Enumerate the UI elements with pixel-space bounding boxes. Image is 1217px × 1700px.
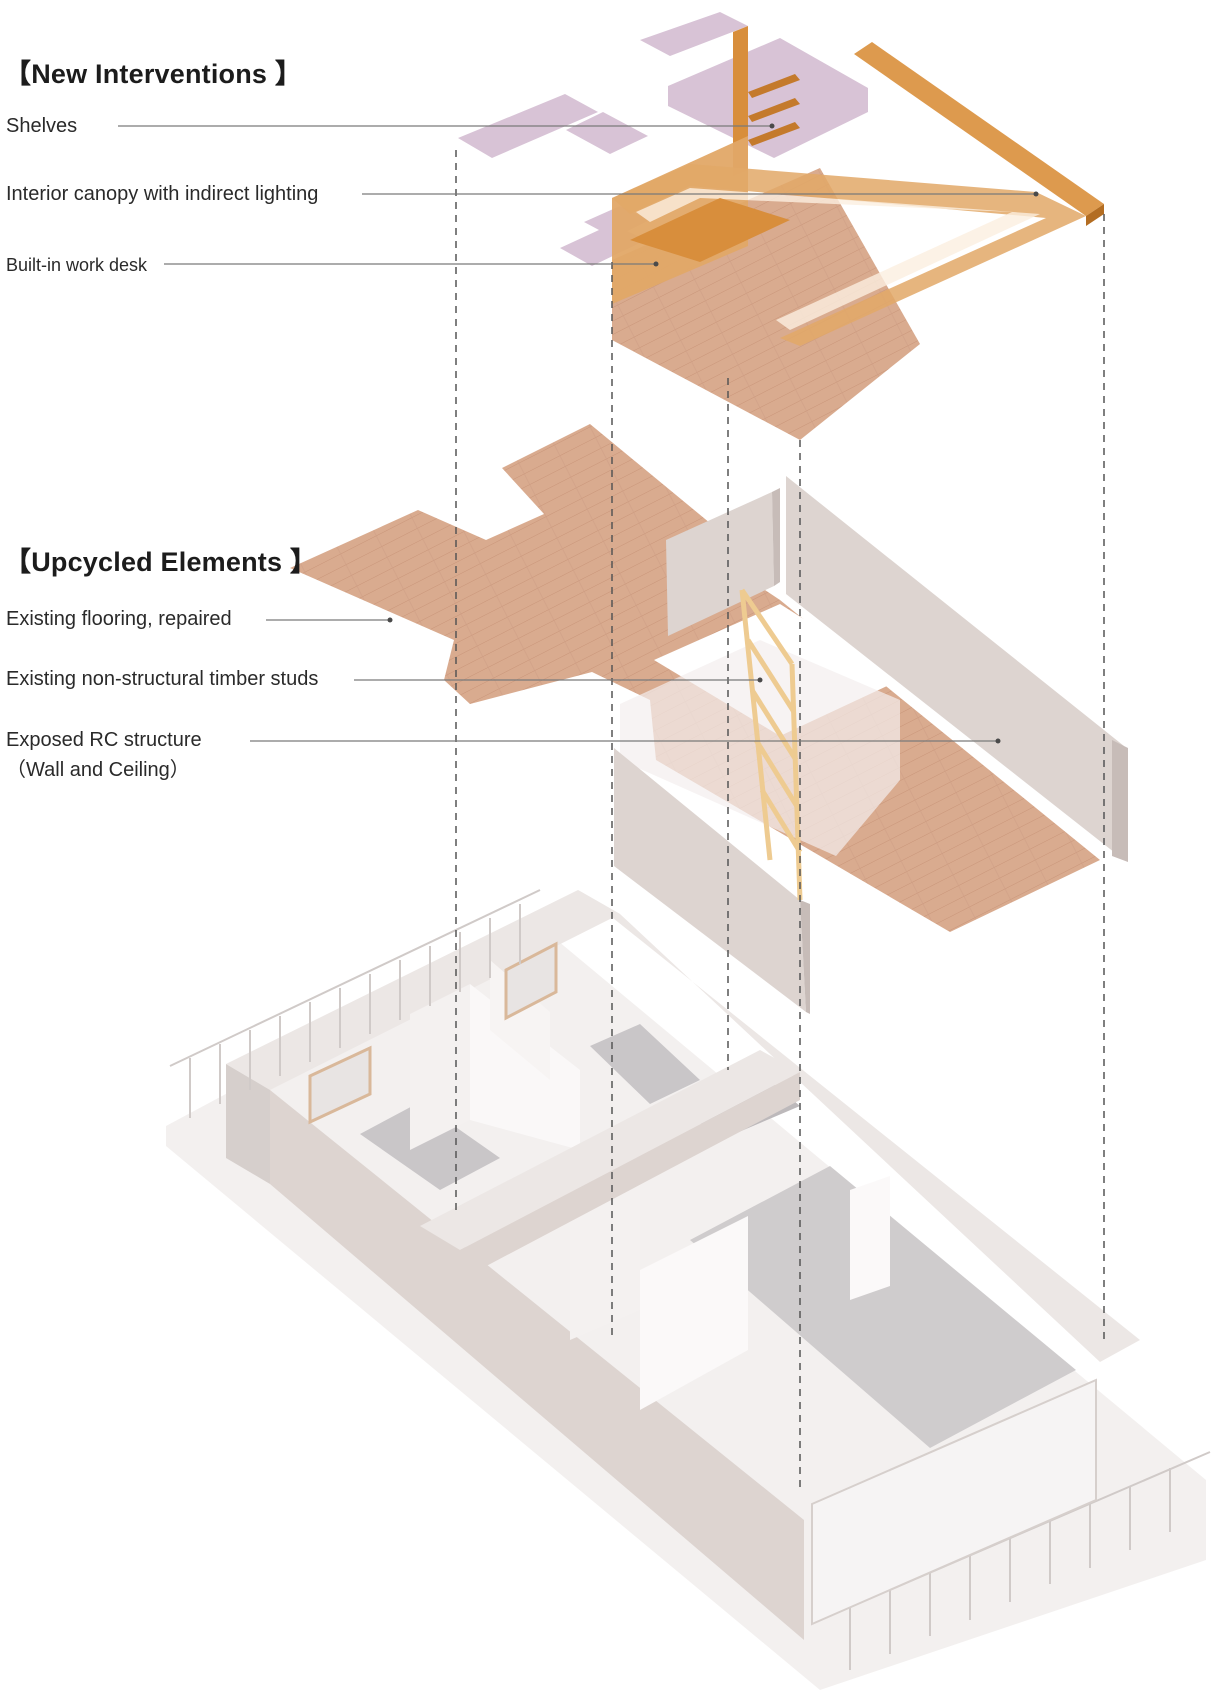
base-building [166,889,1211,1690]
canopy-frame-front [1086,204,1104,226]
rc-wall-left [666,492,774,636]
outer-wall-left [226,890,620,1090]
shelf-panel [668,38,868,158]
shelf-panel [566,112,648,154]
timber-studs [739,588,803,901]
outer-wall-front [270,1090,804,1640]
rc-wall-right [786,476,1124,860]
heading-upcycled-elements: 【Upcycled Elements 】 [4,547,318,577]
rc-wall-bottom [614,748,806,1012]
outer-wall-left-face [226,1064,270,1184]
label-shelves: Shelves [6,115,78,137]
label-built-in-desk: Built-in work desk [6,255,148,275]
label-existing-flooring: Existing flooring, repaired [6,608,232,630]
label-interior-canopy: Interior canopy with indirect lighting [6,183,319,205]
leader-dots [387,123,1039,744]
partition [850,1176,890,1300]
label-exposed-rc-sub: （Wall and Ceiling） [6,759,190,781]
middle-wall-face [460,1072,800,1280]
leader-lines [118,125,1036,742]
partition [410,984,470,1150]
rc-wall-right-edge [1112,740,1128,862]
shelf-board [748,122,800,146]
railing-left [169,889,541,1118]
shelf-board [748,98,800,122]
glazing [811,1378,1097,1626]
floor-living [690,1166,1076,1448]
upcycled-elements-layer [290,424,1128,1014]
label-exposed-rc: Exposed RC structure [6,729,202,751]
work-desk [630,198,790,262]
window [504,941,558,1021]
middle-wall [420,1050,800,1250]
canopy-light-glow [636,188,1040,330]
outer-wall-right [578,890,1140,1362]
canopy-frame [854,42,1104,216]
shelf-board [748,74,800,98]
rc-wall-bottom-edge [800,900,810,1014]
floor-bedroom-2 [590,1024,700,1104]
shelf-panel [640,12,748,56]
new-interventions-layer [458,12,1104,440]
heading-new-interventions: 【New Interventions 】 [4,59,303,89]
window [308,1045,372,1125]
alignment-dashes [455,150,1105,1490]
floor-bedroom-1 [360,1102,500,1190]
rc-wall-left-edge [772,488,780,586]
partition [640,1216,748,1410]
label-timber-studs: Existing non-structural timber studs [6,668,319,690]
